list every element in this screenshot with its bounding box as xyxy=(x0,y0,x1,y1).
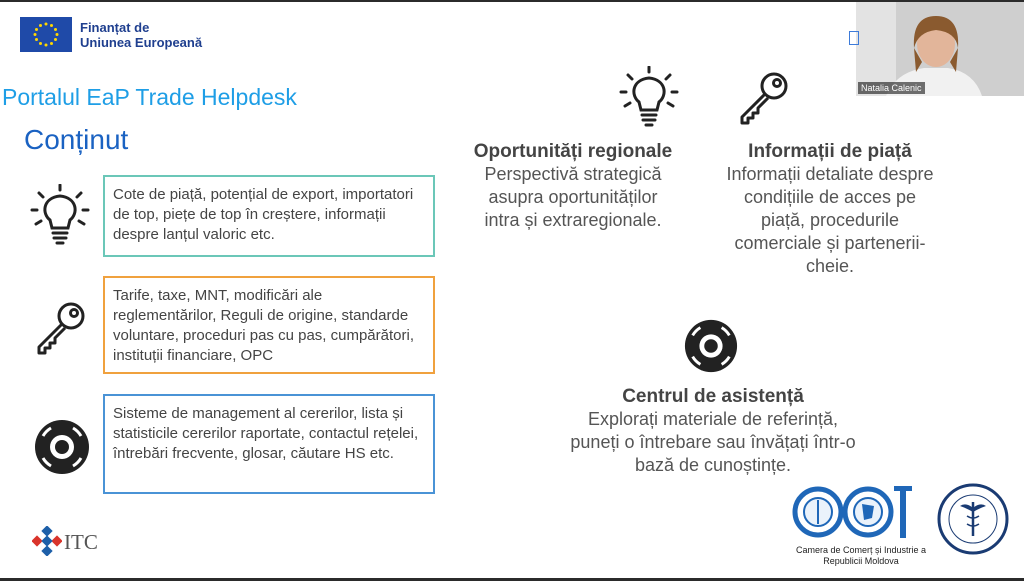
content-box-helpdesk: Sisteme de management al cererilor, list… xyxy=(103,394,435,494)
content-box-market: Cote de piață, potențial de export, impo… xyxy=(103,175,435,257)
lightbulb-icon xyxy=(30,183,90,251)
feature-text: Explorați materiale de referință, puneți… xyxy=(570,409,856,475)
feature-market-information: Informații de piață Informații detaliate… xyxy=(720,140,940,278)
lifebuoy-icon xyxy=(33,418,91,481)
cci-logo-label: Camera de Comerț și Industrie a Republic… xyxy=(795,545,927,566)
feature-text: Informații detaliate despre condițiile d… xyxy=(726,164,934,276)
participant-name-label: Natalia Calenic xyxy=(858,82,925,94)
feature-help-center: Centrul de asistență Explorați materiale… xyxy=(563,385,863,477)
lifebuoy-icon xyxy=(683,318,739,379)
eu-line-2: Uniunea Europeană xyxy=(80,35,203,50)
cci-logo-icon xyxy=(790,484,920,547)
portal-title: Portalul EaP Trade Helpdesk xyxy=(2,84,297,110)
eu-funding-label: Finanțat de Uniunea Europeană xyxy=(80,20,202,50)
feature-title: Centrul de asistență xyxy=(622,386,804,407)
eu-line-1: Finanțat de xyxy=(80,20,150,35)
itc-logo-icon xyxy=(31,525,63,561)
feature-text: Perspectivă strategică asupra oportunită… xyxy=(484,164,662,230)
key-icon xyxy=(33,300,89,361)
slide-edge-marker xyxy=(849,31,859,45)
feature-title: Oportunități regionale xyxy=(473,141,673,162)
key-icon xyxy=(736,70,792,131)
feature-regional-opportunities: Oportunități regionale Perspectivă strat… xyxy=(473,140,673,232)
content-title: Conținut xyxy=(24,124,129,155)
itc-logo-text: ITC xyxy=(64,530,98,554)
content-box-regulations: Tarife, taxe, MNT, modificări ale reglem… xyxy=(103,276,435,374)
window-top-border xyxy=(0,0,1024,2)
feature-title: Informații de piață xyxy=(748,141,912,162)
export-academy-seal-icon xyxy=(936,478,1010,565)
window-bottom-border xyxy=(0,578,1024,581)
lightbulb-icon xyxy=(619,65,679,133)
eu-flag-icon xyxy=(20,17,72,52)
